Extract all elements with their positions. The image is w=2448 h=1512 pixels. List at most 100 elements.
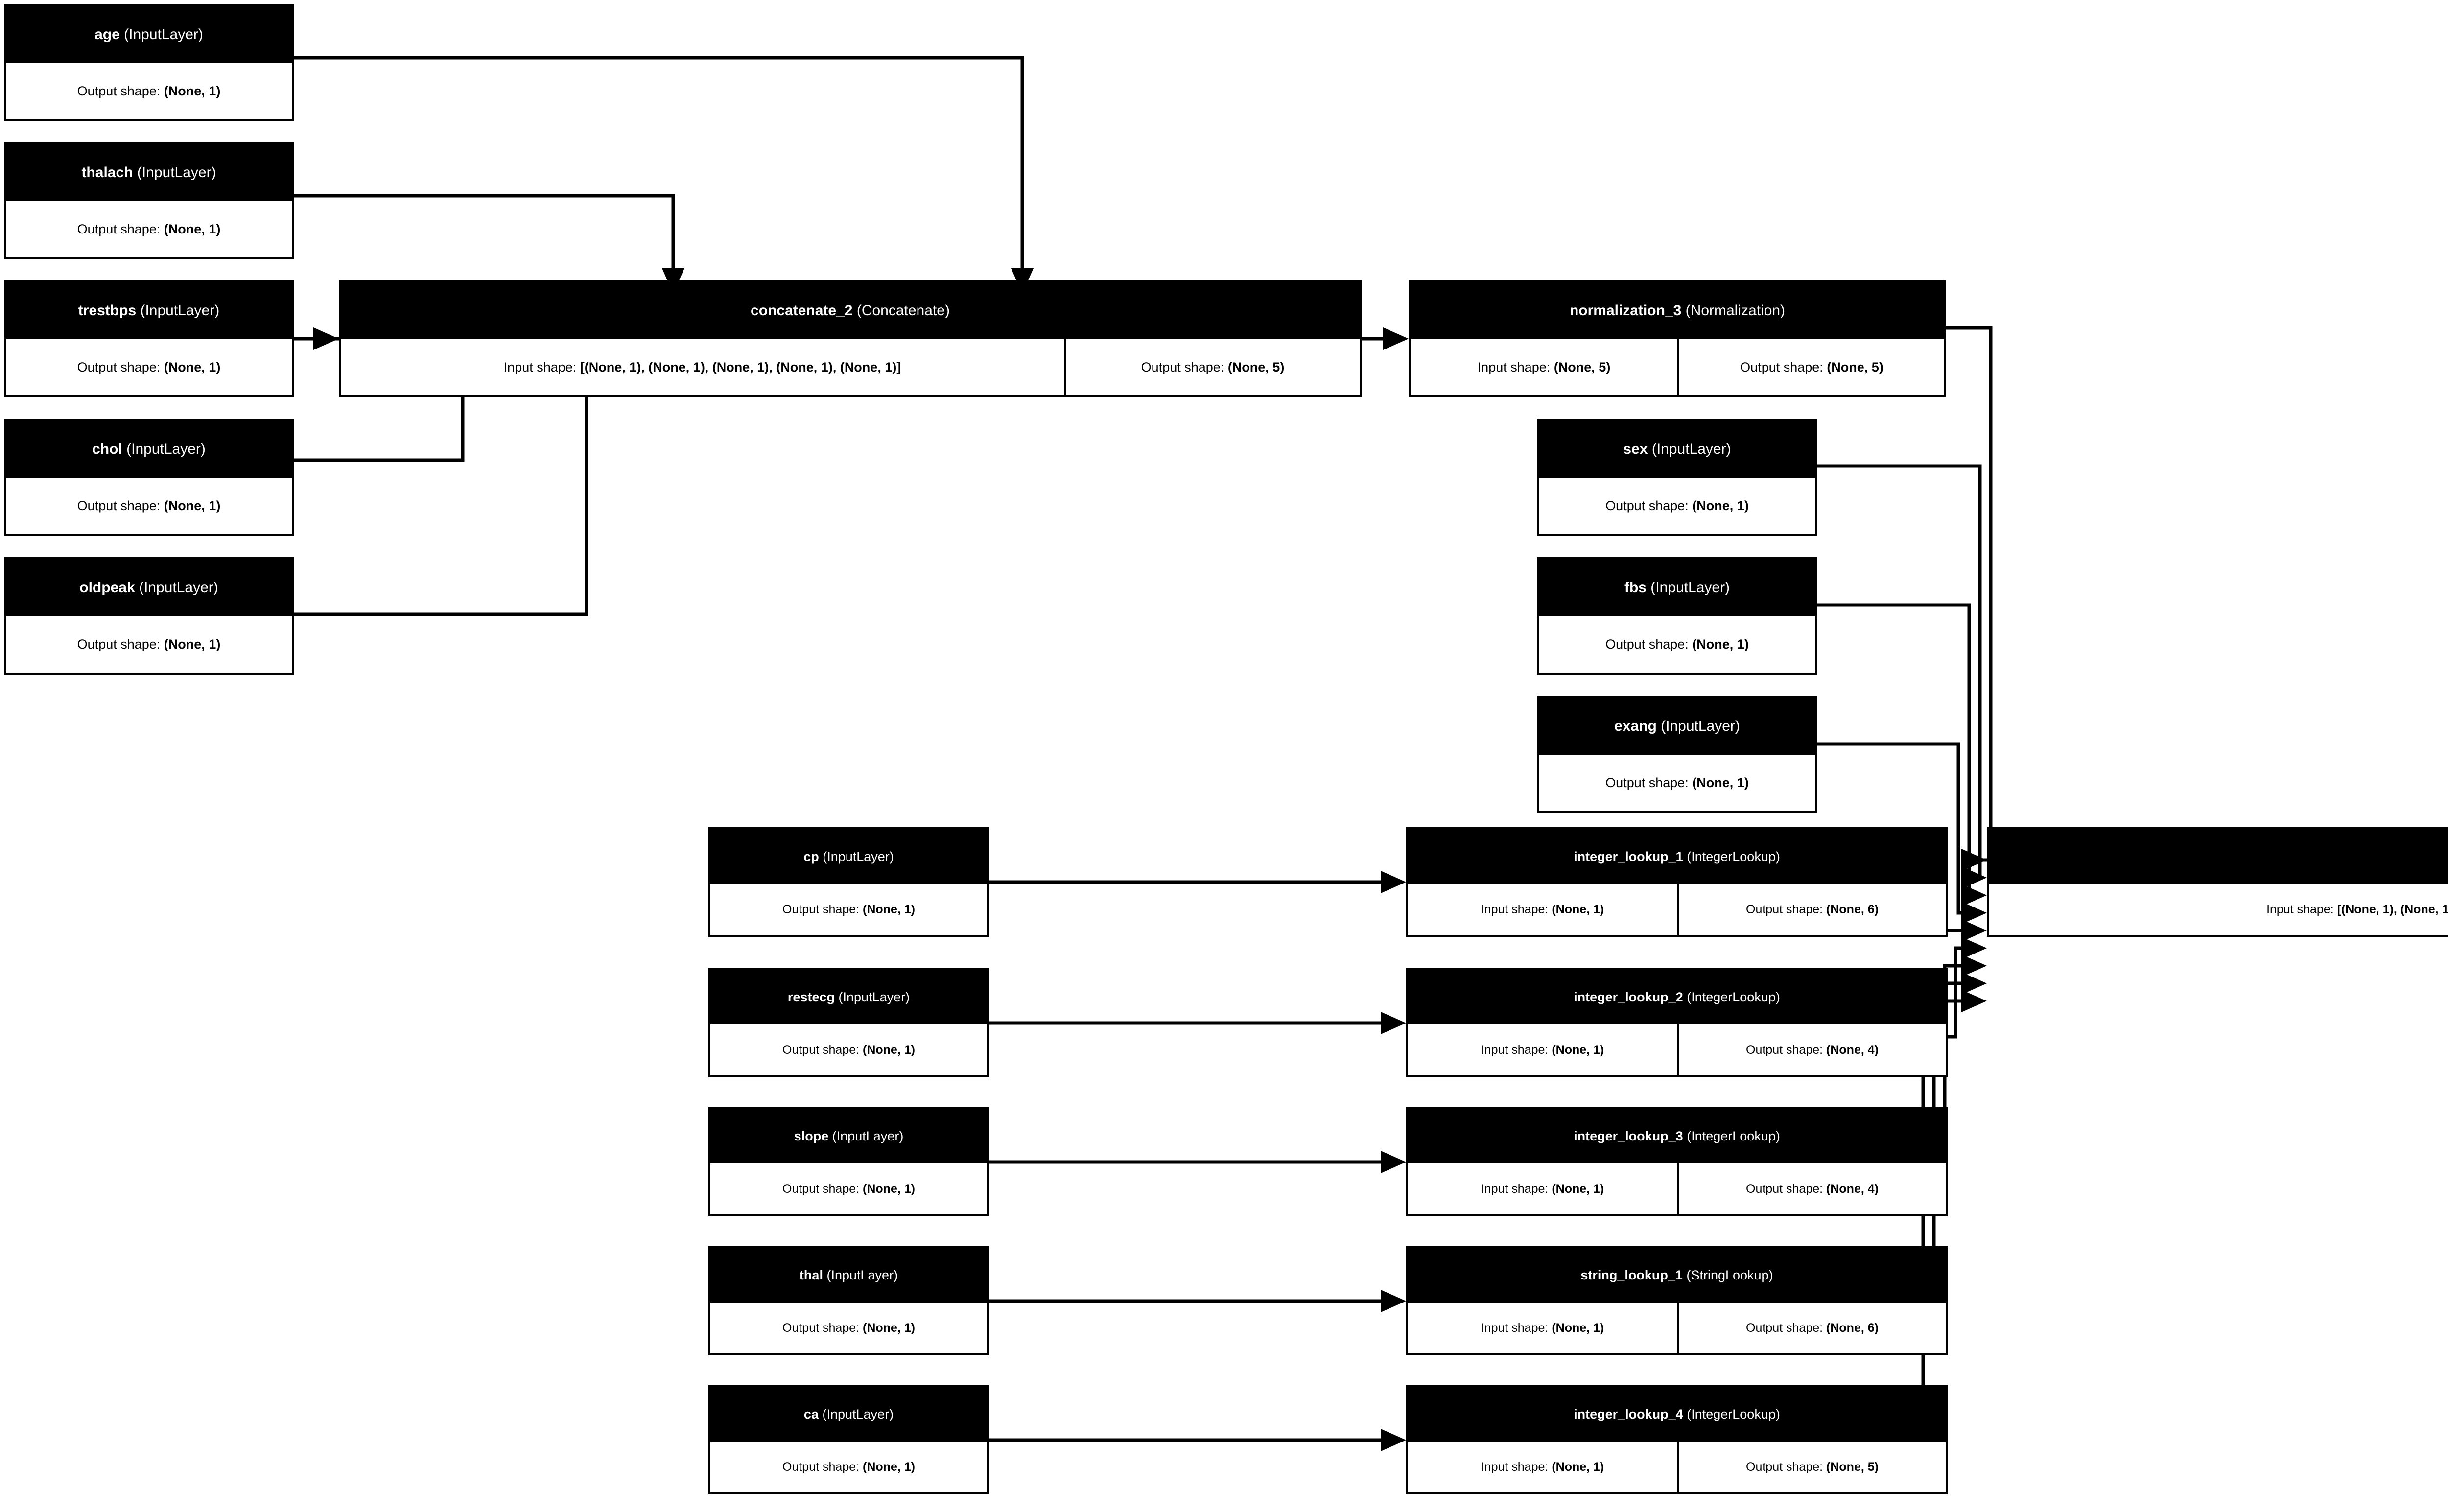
node-trestbps-title: trestbps (InputLayer) <box>6 282 292 339</box>
node-cp-name: cp <box>803 849 819 864</box>
output-shape-value: (None, 1) <box>164 637 221 651</box>
output-shape-label: Output shape: <box>1746 902 1823 916</box>
node-integer-lookup-2[interactable]: integer_lookup_2 (IntegerLookup) Input s… <box>1406 968 1948 1077</box>
node-normalization-3-shape-row: Input shape: (None, 5) Output shape: (No… <box>1411 339 1944 395</box>
node-ca-name: ca <box>803 1406 819 1421</box>
output-shape-value: (None, 5) <box>1227 360 1285 374</box>
edge-il2-arrowhead <box>1961 937 1987 959</box>
output-shape-value: (None, 1) <box>863 902 915 916</box>
edge-exang-arrowhead <box>1961 902 1987 924</box>
node-fbs[interactable]: fbs (InputLayer) Output shape: (None, 1) <box>1537 557 1817 675</box>
edge-cp-arrowhead <box>1381 871 1406 893</box>
node-integer-lookup-4-shape-row: Input shape: (None, 1) Output shape: (No… <box>1408 1442 1946 1492</box>
node-integer-lookup-4[interactable]: integer_lookup_4 (IntegerLookup) Input s… <box>1406 1385 1948 1494</box>
node-sex[interactable]: sex (InputLayer) Output shape: (None, 1) <box>1537 419 1817 536</box>
node-thal-name: thal <box>799 1267 823 1282</box>
output-shape-value: (None, 4) <box>1826 1043 1879 1057</box>
node-chol-type: (InputLayer) <box>126 441 206 457</box>
edge-normalization-3-to-concatenate-3 <box>1946 326 1993 862</box>
node-concatenate-3[interactable]: concatenate_3 (Concatenate) Input shape:… <box>1987 827 2448 937</box>
node-ca-type: (InputLayer) <box>822 1406 894 1421</box>
node-integer-lookup-2-output-shape: Output shape: (None, 4) <box>1677 1024 1946 1075</box>
node-ca[interactable]: ca (InputLayer) Output shape: (None, 1) <box>708 1385 989 1494</box>
edge-slope-arrowhead <box>1381 1151 1406 1173</box>
node-oldpeak-title: oldpeak (InputLayer) <box>6 559 292 616</box>
node-slope[interactable]: slope (InputLayer) Output shape: (None, … <box>708 1107 989 1216</box>
edge-restecg-arrowhead <box>1381 1012 1406 1034</box>
node-integer-lookup-3-shape-row: Input shape: (None, 1) Output shape: (No… <box>1408 1163 1946 1214</box>
node-oldpeak[interactable]: oldpeak (InputLayer) Output shape: (None… <box>4 557 294 675</box>
node-string-lookup-1-title: string_lookup_1 (StringLookup) <box>1408 1248 1946 1303</box>
node-thalach[interactable]: thalach (InputLayer) Output shape: (None… <box>4 142 294 259</box>
node-concatenate-2-type: (Concatenate) <box>856 302 950 319</box>
node-concatenate-2[interactable]: concatenate_2 (Concatenate) Input shape:… <box>339 280 1362 397</box>
node-thalach-name: thalach <box>81 164 133 181</box>
output-shape-label: Output shape: <box>77 498 161 513</box>
node-restecg-output-shape: Output shape: (None, 1) <box>710 1024 987 1075</box>
output-shape-label: Output shape: <box>1141 360 1224 374</box>
node-integer-lookup-1-name: integer_lookup_1 <box>1574 849 1683 864</box>
edge-concat2-norm3-arrowhead <box>1383 327 1409 350</box>
input-shape-value: [(None, 1), (None, 1), (None, 1), (None,… <box>580 360 901 374</box>
input-shape-label: Input shape: <box>1481 1182 1549 1196</box>
edge-il4-arrowhead <box>1961 990 1987 1012</box>
node-normalization-3-output-shape: Output shape: (None, 5) <box>1677 339 1944 395</box>
node-string-lookup-1-type: (StringLookup) <box>1686 1267 1773 1282</box>
edge-fbs-arrowhead <box>1961 884 1987 907</box>
edge-il1-arrowhead <box>1961 919 1987 942</box>
node-integer-lookup-2-name: integer_lookup_2 <box>1574 989 1683 1004</box>
node-integer-lookup-3[interactable]: integer_lookup_3 (IntegerLookup) Input s… <box>1406 1107 1948 1216</box>
node-restecg-type: (InputLayer) <box>838 989 910 1004</box>
node-normalization-3-title: normalization_3 (Normalization) <box>1411 282 1944 339</box>
node-thal-output-shape: Output shape: (None, 1) <box>710 1303 987 1353</box>
node-integer-lookup-4-input-shape: Input shape: (None, 1) <box>1408 1442 1677 1492</box>
node-chol-shape-row: Output shape: (None, 1) <box>6 478 292 534</box>
node-slope-name: slope <box>794 1128 829 1143</box>
node-integer-lookup-1[interactable]: integer_lookup_1 (IntegerLookup) Input s… <box>1406 827 1948 937</box>
node-normalization-3[interactable]: normalization_3 (Normalization) Input sh… <box>1409 280 1946 397</box>
edge-integer-lookup-2-to-concatenate-3 <box>1948 946 1967 1039</box>
node-trestbps[interactable]: trestbps (InputLayer) Output shape: (Non… <box>4 280 294 397</box>
node-exang-title: exang (InputLayer) <box>1539 698 1815 755</box>
output-shape-label: Output shape: <box>77 360 161 374</box>
node-concatenate-2-name: concatenate_2 <box>751 302 853 319</box>
edge-integer-lookup-3-to-concatenate-3 <box>1943 964 1967 1178</box>
node-restecg[interactable]: restecg (InputLayer) Output shape: (None… <box>708 968 989 1077</box>
node-age-shape-row: Output shape: (None, 1) <box>6 63 292 119</box>
node-age-output-shape: Output shape: (None, 1) <box>6 63 292 119</box>
output-shape-value: (None, 1) <box>1692 498 1749 513</box>
input-shape-label: Input shape: <box>1481 1460 1549 1474</box>
node-normalization-3-name: normalization_3 <box>1569 302 1682 319</box>
input-shape-value: (None, 1) <box>1552 1182 1604 1196</box>
node-slope-type: (InputLayer) <box>832 1128 904 1143</box>
node-integer-lookup-1-output-shape: Output shape: (None, 6) <box>1677 884 1946 935</box>
output-shape-label: Output shape: <box>77 222 161 236</box>
output-shape-value: (None, 1) <box>164 360 221 374</box>
node-age-title: age (InputLayer) <box>6 6 292 63</box>
node-fbs-type: (InputLayer) <box>1650 579 1730 596</box>
node-normalization-3-input-shape: Input shape: (None, 5) <box>1411 339 1677 395</box>
edge-il3-arrowhead <box>1961 954 1987 977</box>
node-integer-lookup-1-shape-row: Input shape: (None, 1) Output shape: (No… <box>1408 884 1946 935</box>
node-age[interactable]: age (InputLayer) Output shape: (None, 1) <box>4 4 294 121</box>
output-shape-label: Output shape: <box>1605 637 1689 651</box>
node-age-name: age <box>94 26 120 43</box>
node-cp[interactable]: cp (InputLayer) Output shape: (None, 1) <box>708 827 989 937</box>
input-shape-value: (None, 1) <box>1552 902 1604 916</box>
output-shape-label: Output shape: <box>782 902 860 916</box>
input-shape-value: (None, 1) <box>1552 1043 1604 1057</box>
output-shape-label: Output shape: <box>782 1460 860 1474</box>
output-shape-value: (None, 1) <box>863 1182 915 1196</box>
output-shape-value: (None, 1) <box>164 498 221 513</box>
input-shape-label: Input shape: <box>2266 902 2334 916</box>
output-shape-value: (None, 1) <box>164 84 221 98</box>
node-concatenate-2-title: concatenate_2 (Concatenate) <box>341 282 1360 339</box>
node-thal[interactable]: thal (InputLayer) Output shape: (None, 1… <box>708 1246 989 1355</box>
input-shape-value: (None, 1) <box>1552 1460 1604 1474</box>
node-exang-shape-row: Output shape: (None, 1) <box>1539 755 1815 811</box>
node-chol[interactable]: chol (InputLayer) Output shape: (None, 1… <box>4 419 294 536</box>
node-trestbps-output-shape: Output shape: (None, 1) <box>6 339 292 395</box>
node-integer-lookup-1-input-shape: Input shape: (None, 1) <box>1408 884 1677 935</box>
node-exang[interactable]: exang (InputLayer) Output shape: (None, … <box>1537 696 1817 813</box>
node-string-lookup-1[interactable]: string_lookup_1 (StringLookup) Input sha… <box>1406 1246 1948 1355</box>
